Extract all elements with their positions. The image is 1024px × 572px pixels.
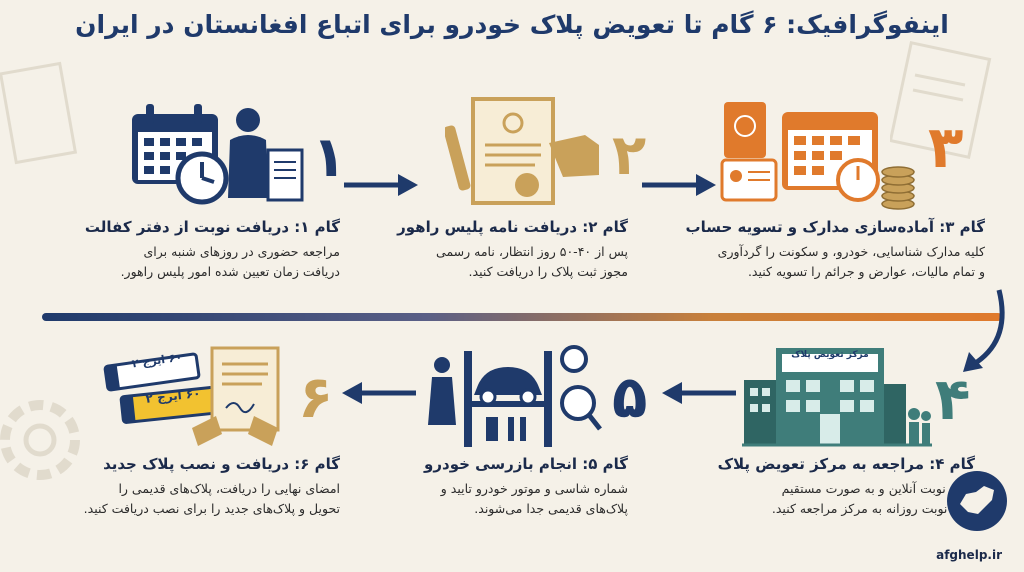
step-title: گام ۱: دریافت نوبت از دفتر کفالت xyxy=(84,218,340,236)
step-description: شماره شاسی و موتور خودرو تایید و پلاک‌ها… xyxy=(440,481,628,516)
step-number: ۴ xyxy=(935,365,971,433)
background-document-icon xyxy=(0,61,78,165)
step-3: گام ۳: آماده‌سازی مدارک و تسویه حساب کلی… xyxy=(640,218,985,282)
step-title: گام ۶: دریافت و نصب پلاک جدید xyxy=(103,455,340,473)
step-title: گام ۵: انجام بازرسی خودرو xyxy=(424,455,628,473)
step-number: ۲ xyxy=(612,123,647,188)
step-description: مراجعه حضوری در روزهای شنبه برای دریافت … xyxy=(120,244,340,279)
step-description: بدون نوبت آنلاین و به صورت مستقیم برای ن… xyxy=(771,481,975,516)
step-number: ۶ xyxy=(298,363,334,431)
step-description: امضای نهایی را دریافت، پلاک‌های قدیمی را… xyxy=(83,481,340,516)
step-2: گام ۲: دریافت نامه پلیس راهور پس از ۴۰-۵… xyxy=(378,218,628,282)
brand-url: afghelp.ir xyxy=(936,548,1002,562)
arrow-right-icon xyxy=(642,174,716,196)
arrow-left-icon xyxy=(662,382,736,404)
curved-arrow-down-icon xyxy=(963,289,1005,372)
official-letter-icon xyxy=(445,97,599,205)
page-title: اینفوگرافیک: ۶ گام تا تعویض پلاک خودرو ب… xyxy=(75,10,949,39)
step-title: گام ۲: دریافت نامه پلیس راهور xyxy=(397,218,628,236)
building-sign: مرکز تعویض پلاک xyxy=(791,350,869,360)
background-document-icon xyxy=(890,40,992,160)
documents-calendar-coins-icon xyxy=(720,102,915,210)
step-1: گام ۱: دریافت نوبت از دفتر کفالت مراجعه … xyxy=(20,218,340,282)
background-gear-icon xyxy=(0,400,80,480)
step-4: گام ۴: مراجعه به مرکز تعویض پلاک بدون نو… xyxy=(680,455,975,519)
arrow-right-icon xyxy=(344,174,418,196)
arrow-left-icon xyxy=(342,382,416,404)
afghanistan-map-logo-icon xyxy=(947,471,1007,531)
step-number: ۱ xyxy=(312,125,347,190)
new-plates-signed-document-icon xyxy=(103,346,280,446)
step-number: ۳ xyxy=(928,113,964,181)
step-description: پس از ۴۰-۵۰ روز انتظار، نامه رسمی مجوز ث… xyxy=(436,244,628,279)
section-divider xyxy=(42,313,1002,321)
step-6: گام ۶: دریافت و نصب پلاک جدید امضای نهای… xyxy=(20,455,340,519)
car-inspection-icon xyxy=(428,345,602,447)
calendar-clock-person-icon xyxy=(132,104,304,205)
step-description: کلیه مدارک شناسایی، خودرو، و سکونت را گر… xyxy=(717,244,985,279)
step-5: گام ۵: انجام بازرسی خودرو شماره شاسی و م… xyxy=(378,455,628,519)
step-title: گام ۴: مراجعه به مرکز تعویض پلاک xyxy=(717,455,975,473)
plate-center-building-icon xyxy=(742,348,932,447)
step-number: ۵ xyxy=(612,363,648,431)
step-title: گام ۳: آماده‌سازی مدارک و تسویه حساب xyxy=(685,218,985,236)
